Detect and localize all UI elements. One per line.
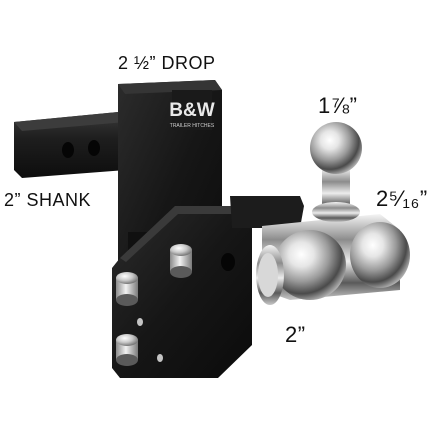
logo-tagline: TRAILER HITCHES: [170, 123, 215, 129]
shank-callout: 2” SHANK: [4, 190, 92, 210]
shank-bar: [14, 112, 126, 178]
front-ball-size-callout: 2”: [285, 322, 306, 347]
right-ball-size-callout: 2⁵⁄₁₆”: [376, 186, 428, 211]
rivet: [137, 318, 143, 326]
brand-logo: B&W TRAILER HITCHES: [169, 90, 215, 130]
ball-right: [350, 222, 410, 288]
pin: [170, 244, 192, 278]
logo-text: B&W: [169, 100, 214, 121]
top-ball-size-callout: 1⅞”: [318, 93, 358, 118]
pin: [116, 334, 138, 366]
ball-front: [256, 230, 346, 305]
mount-hole: [221, 253, 235, 271]
drop-callout: 2 ½” DROP: [118, 53, 216, 73]
shank-pin-hole: [88, 140, 100, 156]
ball-top: [310, 122, 362, 222]
shank-pin-hole: [62, 142, 74, 158]
pin: [116, 272, 138, 306]
adjustable-mount: [112, 196, 304, 378]
rivet: [157, 354, 163, 362]
